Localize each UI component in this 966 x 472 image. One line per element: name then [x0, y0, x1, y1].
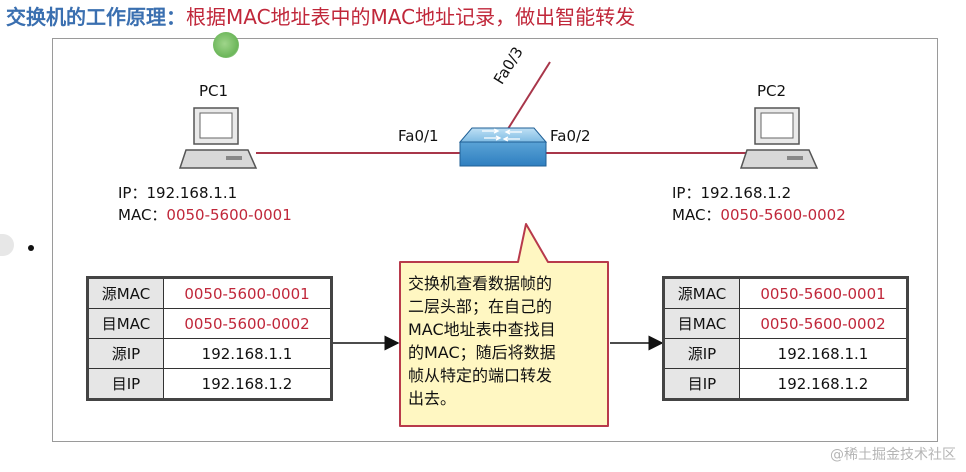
side-panel-tab[interactable] — [0, 234, 14, 256]
frame-header-table-right: 源MAC 0050-5600-0001 目MAC 0050-5600-0002 … — [662, 276, 909, 401]
field-key: 源MAC — [88, 278, 164, 309]
table-row: 源MAC 0050-5600-0001 — [664, 278, 907, 309]
pointer-cursor-icon — [213, 32, 239, 58]
field-value: 192.168.1.1 — [739, 338, 907, 369]
pc1-ip: IP：192.168.1.1 — [118, 182, 237, 203]
callout-text: 交换机查看数据帧的 二层头部；在自己的 MAC地址表中查找目 的MAC；随后将数… — [408, 272, 604, 410]
field-key: 源IP — [664, 338, 740, 369]
callout-line: 交换机查看数据帧的 — [408, 274, 553, 293]
field-value: 192.168.1.2 — [163, 368, 331, 399]
field-value: 192.168.1.2 — [739, 368, 907, 399]
pc2-ip: IP：192.168.1.2 — [672, 182, 791, 203]
pc2-mac: MAC：0050-5600-0002 — [672, 204, 846, 225]
table-row: 目IP 192.168.1.2 — [88, 368, 331, 399]
title-rest: 根据MAC地址表中的MAC地址记录，做出智能转发 — [186, 5, 636, 29]
field-key: 目MAC — [664, 308, 740, 339]
title-lead: 交换机的工作原理： — [6, 5, 186, 29]
callout-line: 出去。 — [408, 389, 457, 408]
pc2-mac-key: MAC： — [672, 206, 721, 224]
slide-title: 交换机的工作原理：根据MAC地址表中的MAC地址记录，做出智能转发 — [6, 4, 635, 30]
pc2-mac-value: 0050-5600-0002 — [720, 206, 846, 224]
port-fa0-2-label: Fa0/2 — [550, 127, 591, 145]
field-value: 0050-5600-0002 — [163, 308, 331, 339]
link-switch-uplink — [505, 61, 551, 133]
table-row: 目IP 192.168.1.2 — [664, 368, 907, 399]
field-key: 目IP — [664, 368, 740, 399]
pc1-computer-icon — [178, 107, 258, 169]
table-row: 源IP 192.168.1.1 — [664, 338, 907, 369]
pc2-label: PC2 — [757, 82, 787, 100]
pc2-computer-icon — [739, 107, 819, 169]
table-row: 目MAC 0050-5600-0002 — [88, 308, 331, 339]
pc1-ip-value: 192.168.1.1 — [146, 184, 238, 202]
table-row: 目MAC 0050-5600-0002 — [664, 308, 907, 339]
callout-line: 的MAC；随后将数据 — [408, 343, 556, 362]
callout-line: MAC地址表中查找目 — [408, 320, 556, 339]
pc1-label: PC1 — [199, 82, 229, 100]
table-row: 源MAC 0050-5600-0001 — [88, 278, 331, 309]
pc2-ip-value: 192.168.1.2 — [700, 184, 792, 202]
port-fa0-1-label: Fa0/1 — [398, 127, 439, 145]
switch-icon — [458, 127, 548, 167]
pc1-mac-key: MAC： — [118, 206, 167, 224]
pc2-ip-key: IP： — [672, 184, 701, 202]
pc1-mac-value: 0050-5600-0001 — [166, 206, 292, 224]
callout-line: 帧从特定的端口转发 — [408, 366, 553, 385]
field-key: 源MAC — [664, 278, 740, 309]
field-value: 0050-5600-0001 — [163, 278, 331, 309]
callout-bubble — [399, 223, 609, 427]
field-value: 0050-5600-0001 — [739, 278, 907, 309]
field-key: 源IP — [88, 338, 164, 369]
field-key: 目MAC — [88, 308, 164, 339]
field-value: 192.168.1.1 — [163, 338, 331, 369]
watermark: @稀土掘金技术社区 — [830, 447, 956, 463]
callout-line: 二层头部；在自己的 — [408, 297, 553, 316]
pc1-mac: MAC：0050-5600-0001 — [118, 204, 292, 225]
frame-header-table-left: 源MAC 0050-5600-0001 目MAC 0050-5600-0002 … — [86, 276, 333, 401]
pc1-ip-key: IP： — [118, 184, 147, 202]
table-row: 源IP 192.168.1.1 — [88, 338, 331, 369]
bullet-icon — [28, 245, 34, 251]
field-key: 目IP — [88, 368, 164, 399]
field-value: 0050-5600-0002 — [739, 308, 907, 339]
